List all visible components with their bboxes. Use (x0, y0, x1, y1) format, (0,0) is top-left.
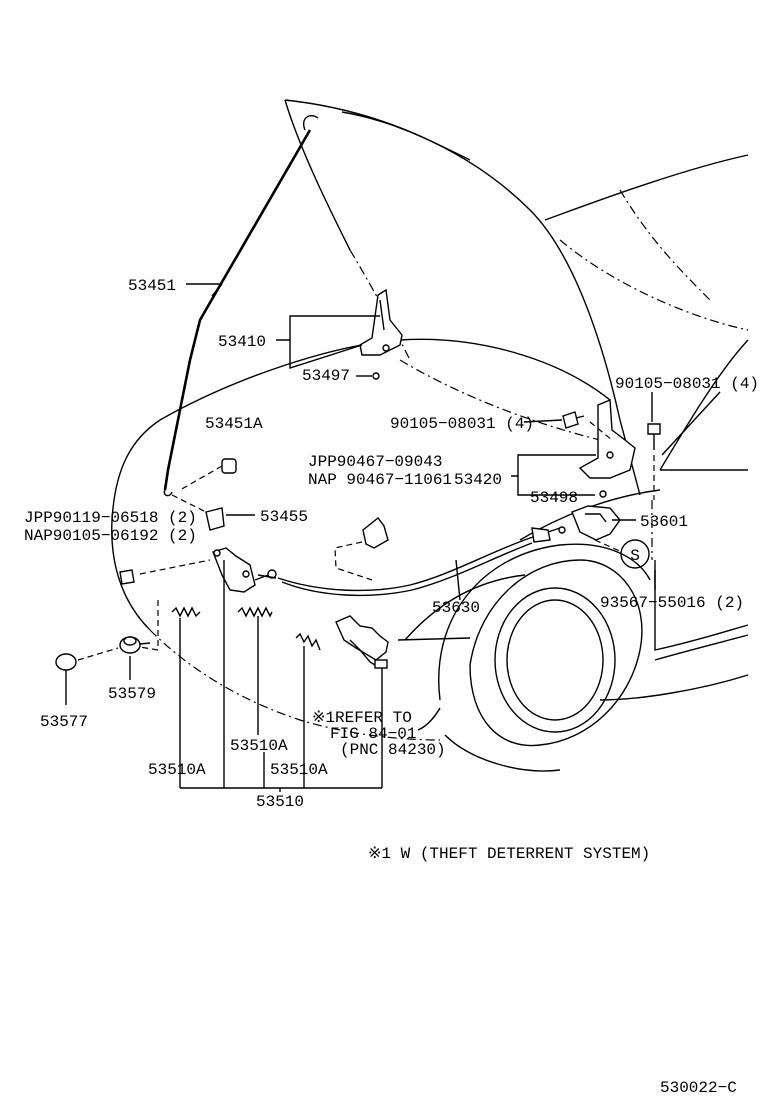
theft-deterrent-note: ※1 W (THEFT DETERRENT SYSTEM) (368, 845, 650, 863)
hood-bumper-cap (55, 647, 119, 671)
label-53510: 53510 (256, 793, 304, 811)
label-53410: 53410 (218, 333, 266, 351)
hood-cushion (179, 458, 237, 491)
label-refer-line2: FIG 84−01 (330, 725, 416, 743)
hood-clip (334, 517, 389, 581)
label-refer-line1: ※1REFER TO (312, 709, 412, 727)
springs (171, 606, 321, 651)
hood-hinge-left (359, 288, 403, 380)
bolt-right (647, 423, 661, 500)
hood-hinge-right (578, 398, 636, 498)
hood-lock (127, 547, 277, 651)
label-jpp90467: JPP90467−09043 (308, 453, 442, 471)
theft-deterrent-switch (335, 615, 389, 669)
label-53510a-1: 53510A (230, 737, 288, 755)
label-jpp90119: JPP90119−06518 (2) (24, 509, 197, 527)
leader-lines (65, 283, 721, 792)
figure-code: 530022−C (660, 1079, 737, 1097)
label-nap90467: NAP 90467−11061 (308, 471, 452, 489)
label-53579: 53579 (108, 685, 156, 703)
label-53577: 53577 (40, 713, 88, 731)
s-symbol: S (620, 539, 650, 569)
release-cable (257, 526, 566, 597)
label-53420: 53420 (454, 471, 502, 489)
label-53451: 53451 (128, 277, 176, 295)
s-symbol-letter: S (630, 547, 640, 565)
label-93567: 93567−55016 (2) (600, 594, 744, 612)
car-body (397, 154, 749, 772)
label-53451a: 53451A (205, 415, 263, 433)
label-90105-08031-right: 90105−08031 (4) (615, 375, 759, 393)
label-nap90105: NAP90105−06192 (2) (24, 527, 197, 545)
label-53498: 53498 (530, 489, 578, 507)
label-refer-line3: (PNC 84230) (340, 741, 446, 759)
label-53510a-2: 53510A (148, 761, 206, 779)
label-53455: 53455 (260, 508, 308, 526)
label-53601: 53601 (640, 513, 688, 531)
label-90105-08031-left: 90105−08031 (4) (390, 415, 534, 433)
bolt-left (562, 411, 585, 429)
hood-support-rod (163, 114, 319, 497)
hood-bumper (119, 636, 151, 654)
label-53497: 53497 (302, 367, 350, 385)
hood-latch (571, 505, 623, 553)
label-53510a-3: 53510A (270, 761, 328, 779)
lock-bolt (119, 569, 135, 585)
label-53630: 53630 (432, 599, 480, 617)
support-clip (171, 494, 225, 531)
